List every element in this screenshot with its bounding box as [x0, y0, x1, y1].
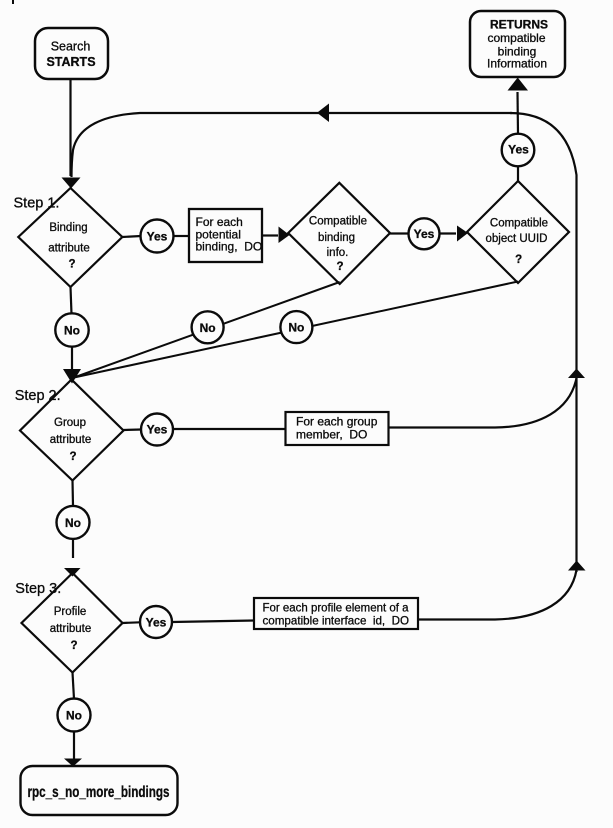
svg-text:compatible: compatible: [487, 31, 545, 45]
svg-text:?: ?: [70, 640, 77, 652]
svg-text:Compatible: Compatible: [309, 216, 367, 228]
svg-text:Yes: Yes: [508, 143, 529, 157]
svg-text:attribute: attribute: [48, 243, 90, 255]
svg-text:Yes: Yes: [147, 230, 168, 244]
svg-text:For each: For each: [196, 215, 243, 229]
svg-text:Yes: Yes: [414, 227, 435, 241]
svg-text:?: ?: [515, 254, 522, 266]
svg-text:Profile: Profile: [54, 606, 87, 618]
svg-text:No: No: [288, 321, 304, 335]
svg-text:Step 1.: Step 1.: [14, 196, 60, 212]
svg-text:No: No: [65, 516, 81, 530]
svg-text:?: ?: [69, 451, 76, 463]
svg-text:binding, DO: binding, DO: [196, 240, 263, 254]
svg-text:No: No: [66, 709, 82, 723]
svg-text:?: ?: [68, 259, 75, 271]
svg-text:Group: Group: [54, 417, 86, 429]
svg-text:Search: Search: [51, 40, 91, 54]
svg-text:Compatible: Compatible: [490, 217, 548, 229]
svg-text:rpc_s_no_more_bindings: rpc_s_no_more_bindings: [28, 784, 170, 801]
svg-text:binding: binding: [498, 45, 537, 59]
svg-text:attribute: attribute: [50, 434, 92, 446]
svg-text:member, DO: member, DO: [296, 428, 367, 442]
svg-text:info.: info.: [327, 247, 349, 259]
svg-text:binding: binding: [318, 232, 355, 244]
svg-text:?: ?: [336, 261, 343, 273]
svg-text:Information: Information: [487, 57, 547, 71]
svg-text:Yes: Yes: [146, 616, 167, 630]
svg-text:For each profile element of a: For each profile element of a: [263, 600, 409, 614]
svg-text:For each group: For each group: [296, 415, 378, 429]
svg-text:Step 2.: Step 2.: [15, 388, 61, 404]
svg-text:No: No: [64, 324, 80, 338]
svg-text:potential: potential: [196, 228, 241, 242]
svg-text:Binding: Binding: [49, 222, 87, 234]
svg-text:Step 3.: Step 3.: [15, 581, 61, 597]
svg-text:RETURNS: RETURNS: [490, 18, 548, 32]
svg-text:compatible interface id, DO: compatible interface id, DO: [263, 613, 410, 627]
svg-text:object UUID: object UUID: [486, 233, 548, 245]
svg-text:No: No: [200, 321, 216, 335]
svg-text:Yes: Yes: [147, 423, 168, 437]
svg-text:STARTS: STARTS: [46, 55, 95, 69]
svg-text:attribute: attribute: [50, 623, 92, 635]
